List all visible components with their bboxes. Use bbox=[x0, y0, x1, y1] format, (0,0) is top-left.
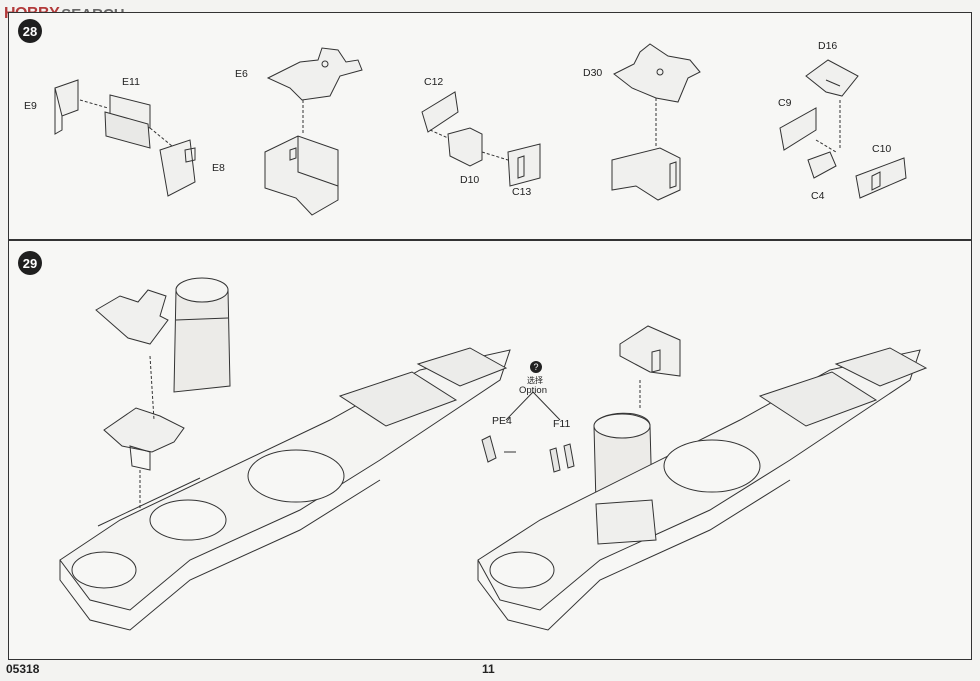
label-D10: D10 bbox=[460, 174, 480, 186]
assembly-e6 bbox=[264, 47, 363, 216]
label-E6: E6 bbox=[235, 68, 248, 80]
label-C13: C13 bbox=[512, 186, 532, 198]
option-icon: ? bbox=[530, 361, 542, 373]
label-D16: D16 bbox=[818, 40, 838, 52]
option-parts bbox=[481, 391, 575, 473]
assembly-e9-e11-e8 bbox=[54, 79, 196, 197]
hull-deck-left bbox=[59, 347, 511, 631]
option-label-english: Option bbox=[519, 385, 547, 396]
label-C10: C10 bbox=[872, 143, 892, 155]
option-label-chinese: 选择 bbox=[527, 376, 543, 385]
label-F11: F11 bbox=[553, 418, 571, 430]
label-E8: E8 bbox=[212, 162, 225, 174]
parts-left-top bbox=[95, 277, 231, 560]
assembly-d30 bbox=[611, 43, 701, 201]
label-D30: D30 bbox=[583, 67, 603, 79]
step-28-badge: 28 bbox=[18, 19, 42, 43]
product-code: 05318 bbox=[6, 662, 40, 676]
label-C9: C9 bbox=[778, 97, 792, 109]
step-29-badge: 29 bbox=[18, 251, 42, 275]
label-PE4: PE4 bbox=[492, 415, 512, 427]
label-E11: E11 bbox=[122, 76, 140, 88]
label-E9: E9 bbox=[24, 100, 37, 112]
assembly-c12-d10-c13 bbox=[421, 91, 541, 187]
label-C12: C12 bbox=[424, 76, 444, 88]
page-number: 11 bbox=[482, 662, 495, 676]
hull-deck-right bbox=[477, 347, 928, 631]
assembly-d16-c9-c10-c4 bbox=[779, 59, 907, 199]
label-C4: C4 bbox=[811, 190, 825, 202]
